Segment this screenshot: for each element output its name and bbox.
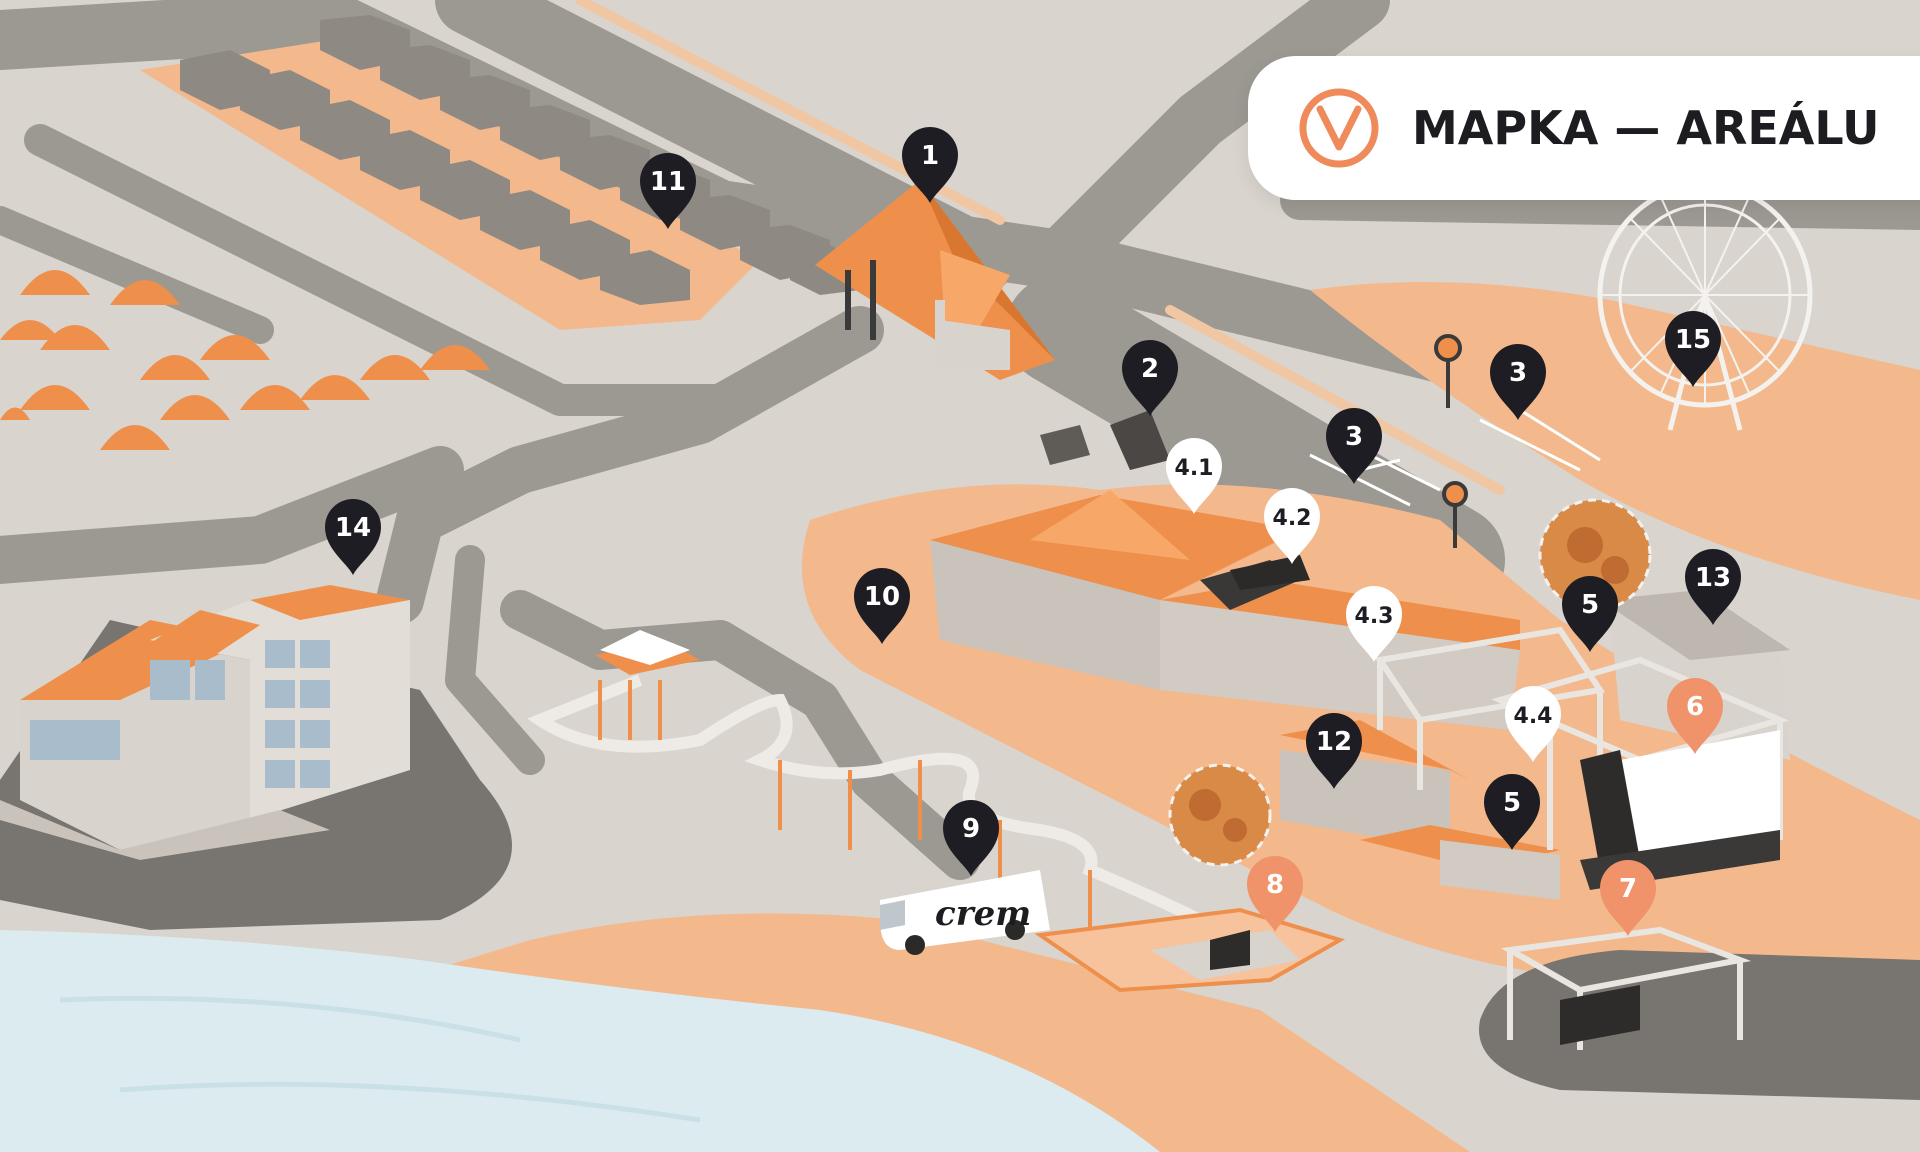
building-12: [1280, 720, 1560, 900]
map-marker-4-1[interactable]: 4.1: [1166, 438, 1222, 514]
map-marker-5a[interactable]: 5: [1562, 576, 1618, 652]
lake-water: [0, 930, 1160, 1152]
marker-label: 5: [1503, 788, 1521, 818]
map-marker-9[interactable]: 9: [943, 800, 999, 876]
marker-pin-icon: [1247, 856, 1303, 932]
marker-label: 10: [864, 582, 900, 612]
marker-label: 13: [1695, 563, 1731, 593]
marker-pin-icon: [1346, 586, 1402, 662]
marker-pin-icon: [943, 800, 999, 876]
marker-label: 3: [1509, 358, 1527, 388]
sand-area-wheel: [1310, 282, 1920, 600]
camping-tents: [0, 270, 490, 450]
marker-pin-icon: [1685, 549, 1741, 625]
van-logo-text: crem: [935, 894, 1031, 934]
map-marker-4-3[interactable]: 4.3: [1346, 586, 1402, 662]
parking-markings: [1309, 408, 1601, 507]
geodesic-dome-small: [1168, 763, 1272, 867]
pool-area: [1034, 907, 1346, 993]
marker-label: 2: [1141, 354, 1159, 384]
marker-pin-icon: [1562, 576, 1618, 652]
main-building: [930, 490, 1520, 730]
map-marker-3a[interactable]: 3: [1490, 344, 1546, 420]
kiosks: [1040, 410, 1170, 470]
marker-pin-icon: [1490, 344, 1546, 420]
marker-pin-icon: [1505, 686, 1561, 762]
entrance-gate: [815, 180, 1055, 380]
title-card: MAPKA — AREÁLU: [1248, 56, 1920, 200]
marker-label: 15: [1675, 325, 1711, 355]
marker-pin-icon: [640, 153, 696, 229]
parking-signs: [1434, 334, 1468, 548]
marker-label: 4.3: [1355, 604, 1394, 629]
marker-label: 4.2: [1273, 506, 1312, 531]
v-logo-icon: [1299, 88, 1379, 168]
marker-label: 8: [1266, 870, 1284, 900]
marker-label: 1: [921, 141, 939, 171]
marker-pin-icon: [902, 127, 958, 203]
lake-highlight: [59, 995, 701, 1123]
map-marker-6[interactable]: 6: [1667, 678, 1723, 754]
map-marker-2[interactable]: 2: [1122, 340, 1178, 416]
marker-label: 4.4: [1514, 704, 1553, 729]
map-marker-10[interactable]: 10: [854, 568, 910, 644]
marker-pin-icon: [1306, 713, 1362, 789]
marker-label: 12: [1316, 727, 1352, 757]
stage-7: [1500, 926, 1752, 1050]
map-marker-3b[interactable]: 3: [1326, 408, 1382, 484]
water-slide: [527, 630, 1203, 940]
map-marker-11[interactable]: 11: [640, 153, 696, 229]
map-marker-13[interactable]: 13: [1685, 549, 1741, 625]
map-marker-1[interactable]: 1: [902, 127, 958, 203]
marker-pin-icon: [1665, 311, 1721, 387]
chalets: [180, 15, 860, 305]
map-marker-15[interactable]: 15: [1665, 311, 1721, 387]
marker-label: 7: [1619, 874, 1637, 904]
marker-label: 3: [1345, 422, 1363, 452]
map-marker-7[interactable]: 7: [1600, 860, 1656, 936]
crem-van: crem: [880, 870, 1050, 955]
marker-pin-icon: [1484, 774, 1540, 850]
map-marker-12[interactable]: 12: [1306, 713, 1362, 789]
marker-label: 11: [650, 167, 686, 197]
marker-pin-icon: [1667, 678, 1723, 754]
marker-pin-icon: [1264, 488, 1320, 564]
marker-pin-icon: [854, 568, 910, 644]
marker-pin-icon: [325, 499, 381, 575]
marker-pin-icon: [1166, 438, 1222, 514]
hotel-building: [0, 585, 410, 860]
marker-pin-icon: [1122, 340, 1178, 416]
map-marker-4-4[interactable]: 4.4: [1505, 686, 1561, 762]
map-marker-5b[interactable]: 5: [1484, 774, 1540, 850]
marker-pin-icon: [1326, 408, 1382, 484]
marker-label: 5: [1581, 590, 1599, 620]
marker-label: 9: [962, 814, 980, 844]
map-marker-8[interactable]: 8: [1247, 856, 1303, 932]
map-marker-4-2[interactable]: 4.2: [1264, 488, 1320, 564]
stage-6: [1580, 730, 1780, 890]
map-marker-14[interactable]: 14: [325, 499, 381, 575]
marker-label: 4.1: [1175, 456, 1214, 481]
marker-label: 14: [335, 513, 371, 543]
marker-pin-icon: [1600, 860, 1656, 936]
marker-label: 6: [1686, 692, 1704, 722]
map-title: MAPKA — AREÁLU: [1412, 101, 1880, 155]
geodesic-dome-large: [1538, 498, 1652, 612]
